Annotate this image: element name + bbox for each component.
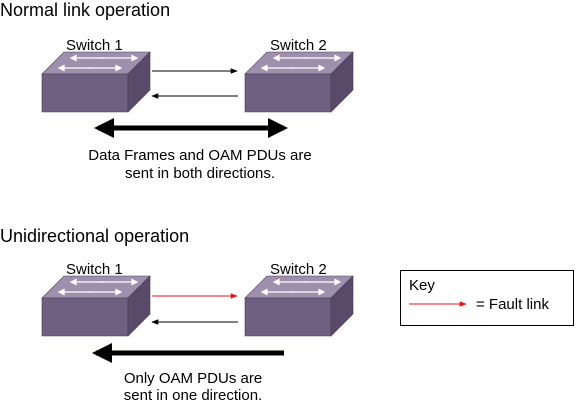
normal-caption-line2: sent in both directions. (125, 165, 275, 182)
normal-section-title: Normal link operation (0, 0, 170, 20)
uni-switch1-label: Switch 1 (66, 261, 123, 278)
normal-switch1-label: Switch 1 (66, 37, 123, 54)
key-box: Key = Fault link (400, 270, 574, 326)
uni-caption-line1: Only OAM PDUs are (124, 370, 262, 387)
unidirectional-section-title: Unidirectional operation (0, 226, 189, 246)
normal-switch2-label: Switch 2 (270, 37, 327, 54)
uni-switch2-icon (244, 275, 354, 337)
normal-caption-line1: Data Frames and OAM PDUs are (88, 147, 311, 164)
uni-switch2-label: Switch 2 (270, 261, 327, 278)
uni-switch1-icon (41, 275, 151, 337)
uni-caption-line2: sent in one direction. (124, 387, 262, 403)
key-title: Key (409, 277, 435, 294)
normal-switch1-icon (41, 51, 151, 113)
key-fault-label: = Fault link (476, 296, 549, 313)
normal-switch2-icon (244, 51, 354, 113)
